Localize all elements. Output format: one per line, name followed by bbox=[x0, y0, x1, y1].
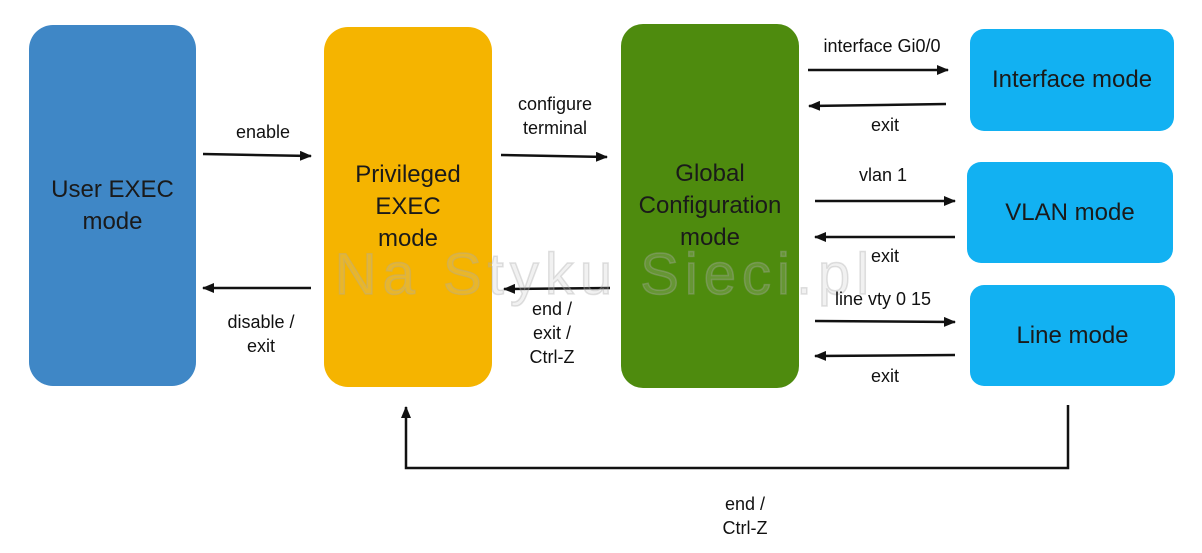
arrow-exit-interface bbox=[808, 100, 947, 111]
privileged-exec-mode-label: Privileged EXEC mode bbox=[355, 161, 461, 252]
exit-line-command-label: exit bbox=[870, 366, 899, 386]
configure-terminal-command-label: configure terminal bbox=[517, 94, 593, 138]
arrow-line-vty bbox=[814, 316, 956, 327]
arrow-enable bbox=[202, 150, 312, 161]
user-exec-mode-label: User EXEC mode bbox=[51, 175, 174, 235]
line-vty-command-label: line vty 0 15 bbox=[834, 289, 932, 309]
disable-exit-command-label: disable / exit bbox=[227, 312, 295, 356]
line-mode-label: Line mode bbox=[1016, 321, 1129, 349]
arrow-exit-line bbox=[814, 350, 956, 361]
vlan-mode-label: VLAN mode bbox=[1005, 198, 1135, 226]
interface-gi-command-label: interface Gi0/0 bbox=[823, 36, 941, 56]
arrow-end-ctrlz-return bbox=[401, 405, 1070, 470]
global-configuration-mode-box: Global Configuration mode bbox=[621, 24, 799, 388]
exit-vlan-command-label: exit bbox=[870, 246, 899, 266]
arrow-end-exit bbox=[503, 283, 611, 294]
global-configuration-mode-label: Global Configuration mode bbox=[638, 160, 782, 251]
user-exec-mode-box: User EXEC mode bbox=[29, 25, 196, 386]
exit-interface-command-label: exit bbox=[870, 115, 899, 135]
interface-mode-label: Interface mode bbox=[991, 66, 1153, 93]
vlan-mode-box: VLAN mode bbox=[967, 162, 1173, 263]
enable-command-label: enable bbox=[235, 122, 291, 142]
privileged-exec-mode-box: Privileged EXEC mode bbox=[324, 27, 492, 387]
interface-mode-box: Interface mode bbox=[970, 29, 1174, 131]
end-ctrlz-command-label: end / Ctrl-Z bbox=[722, 494, 768, 538]
vlan-1-command-label: vlan 1 bbox=[858, 165, 908, 185]
end-exit-ctrlz-command-label: end / exit / Ctrl-Z bbox=[529, 299, 575, 367]
watermark: Na Styku Sieci.pl bbox=[334, 241, 876, 308]
line-mode-box: Line mode bbox=[970, 285, 1175, 386]
arrow-configure-terminal bbox=[500, 151, 608, 162]
